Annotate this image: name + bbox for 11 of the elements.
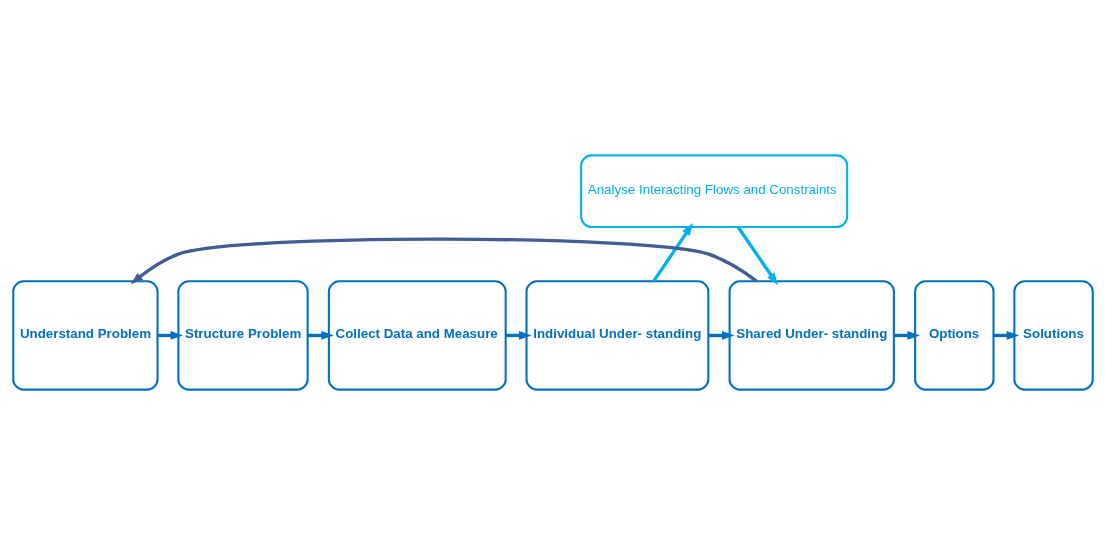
node-box: Collect Data and Measure <box>327 279 507 391</box>
node-box: Shared Under- standing <box>728 279 895 391</box>
node-box: Options <box>914 279 995 391</box>
arrow <box>130 237 758 284</box>
arrow <box>652 222 694 282</box>
node-box: Understand Problem <box>12 279 159 391</box>
arrow <box>736 225 778 285</box>
node-box: Analyse Interacting Flows and Constraints <box>580 153 849 228</box>
node-box: Solutions <box>1013 279 1094 391</box>
node-box: Structure Problem <box>177 279 309 391</box>
node-box: Individual Under- standing <box>525 279 710 391</box>
